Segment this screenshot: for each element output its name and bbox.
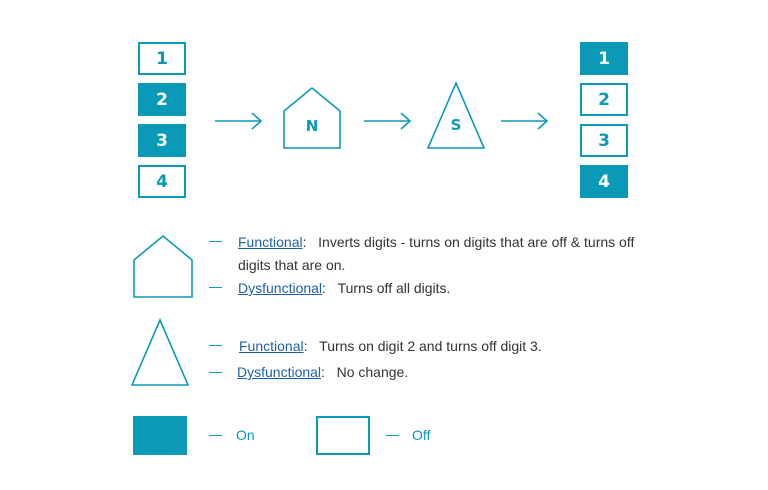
triangle-functional-text: Turns on digit 2 and turns off digit 3. bbox=[319, 338, 542, 354]
right-digit-1: 1 bbox=[580, 42, 628, 75]
on-dash bbox=[209, 435, 222, 436]
left-digit-3: 3 bbox=[138, 124, 186, 157]
triangle-dysfunctional-line: Dysfunctional: No change. bbox=[237, 364, 409, 380]
house-legend-icon bbox=[133, 234, 193, 298]
house-functional-line: Functional: Inverts digits - turns on di… bbox=[238, 234, 635, 250]
left-digit-1: 1 bbox=[138, 42, 186, 75]
house-dysfunctional-label: Dysfunctional bbox=[238, 280, 323, 296]
house-functional-text: Inverts digits - turns on digits that ar… bbox=[318, 234, 635, 250]
house-letter: N bbox=[306, 117, 319, 135]
triangle-dysfunctional-text: No change. bbox=[336, 364, 409, 380]
arrow-right-icon bbox=[364, 112, 412, 130]
house-dysfunctional-text: Turns off all digits. bbox=[337, 280, 451, 296]
arrow-right-icon bbox=[215, 112, 263, 130]
triangle-functional-line: Functional: Turns on digit 2 and turns o… bbox=[239, 338, 542, 354]
off-dash bbox=[386, 435, 399, 436]
triangle-functional-dash bbox=[209, 345, 222, 346]
right-digit-3: 3 bbox=[580, 124, 628, 157]
triangle-letter: S bbox=[451, 116, 462, 134]
right-digit-2: 2 bbox=[580, 83, 628, 116]
on-swatch bbox=[133, 416, 187, 455]
triangle-functional-label: Functional bbox=[239, 338, 304, 354]
left-digit-2: 2 bbox=[138, 83, 186, 116]
left-digit-4: 4 bbox=[138, 165, 186, 198]
house-functional-dash bbox=[209, 241, 222, 242]
off-swatch bbox=[316, 416, 370, 455]
right-digit-4: 4 bbox=[580, 165, 628, 198]
triangle-dysfunctional-label: Dysfunctional bbox=[237, 364, 322, 380]
house-shape-n: N bbox=[283, 86, 341, 149]
house-functional-label: Functional bbox=[238, 234, 303, 250]
house-dysfunctional-dash bbox=[209, 287, 222, 288]
on-label: On bbox=[236, 427, 255, 443]
house-functional-line-2: digits that are on. bbox=[238, 257, 346, 273]
house-dysfunctional-line: Dysfunctional: Turns off all digits. bbox=[238, 280, 451, 296]
triangle-shape-s: S bbox=[426, 80, 486, 149]
arrow-right-icon bbox=[501, 112, 549, 130]
triangle-dysfunctional-dash bbox=[209, 372, 222, 373]
off-label: Off bbox=[412, 427, 431, 443]
triangle-legend-icon bbox=[130, 317, 190, 386]
